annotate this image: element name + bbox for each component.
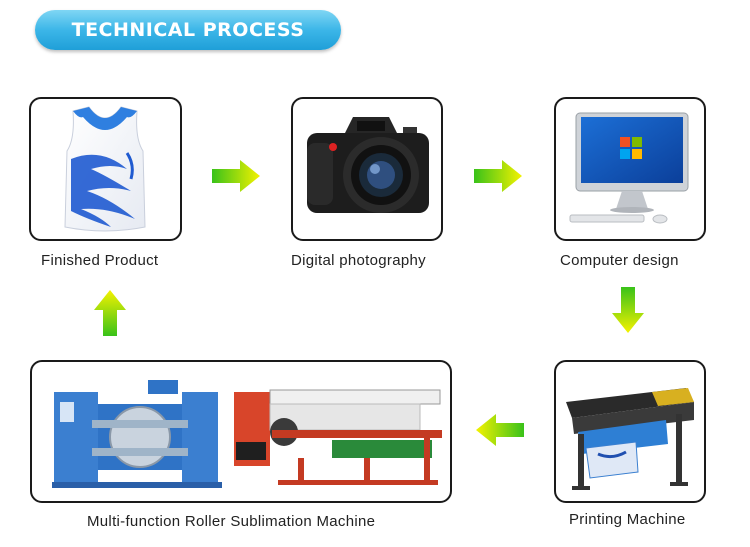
arrow-down-1 bbox=[612, 287, 644, 333]
page-title: TECHNICAL PROCESS bbox=[71, 19, 305, 41]
step-box-printing-machine bbox=[554, 360, 706, 503]
camera-icon bbox=[307, 117, 429, 213]
step-label-computer-design: Computer design bbox=[560, 252, 679, 269]
arrow-right-1 bbox=[212, 160, 260, 192]
step-box-digital-photography bbox=[291, 97, 443, 241]
step-label-printing-machine: Printing Machine bbox=[569, 511, 686, 528]
arrow-right-2 bbox=[474, 160, 522, 192]
step-box-roller-sublimation-machine bbox=[30, 360, 452, 503]
arrow-up-1 bbox=[94, 290, 126, 336]
printer-icon bbox=[566, 388, 694, 490]
step-box-computer-design bbox=[554, 97, 706, 241]
step-label-roller-sublimation-machine: Multi-function Roller Sublimation Machin… bbox=[87, 513, 376, 530]
step-label-finished-product: Finished Product bbox=[41, 252, 159, 269]
title-banner: TECHNICAL PROCESS bbox=[35, 10, 341, 50]
computer-icon bbox=[569, 112, 689, 224]
step-label-digital-photography: Digital photography bbox=[291, 252, 426, 269]
roller-machine-icon bbox=[52, 380, 442, 488]
step-box-finished-product bbox=[29, 97, 182, 241]
arrow-left-1 bbox=[476, 414, 524, 446]
jersey-icon bbox=[64, 106, 146, 232]
